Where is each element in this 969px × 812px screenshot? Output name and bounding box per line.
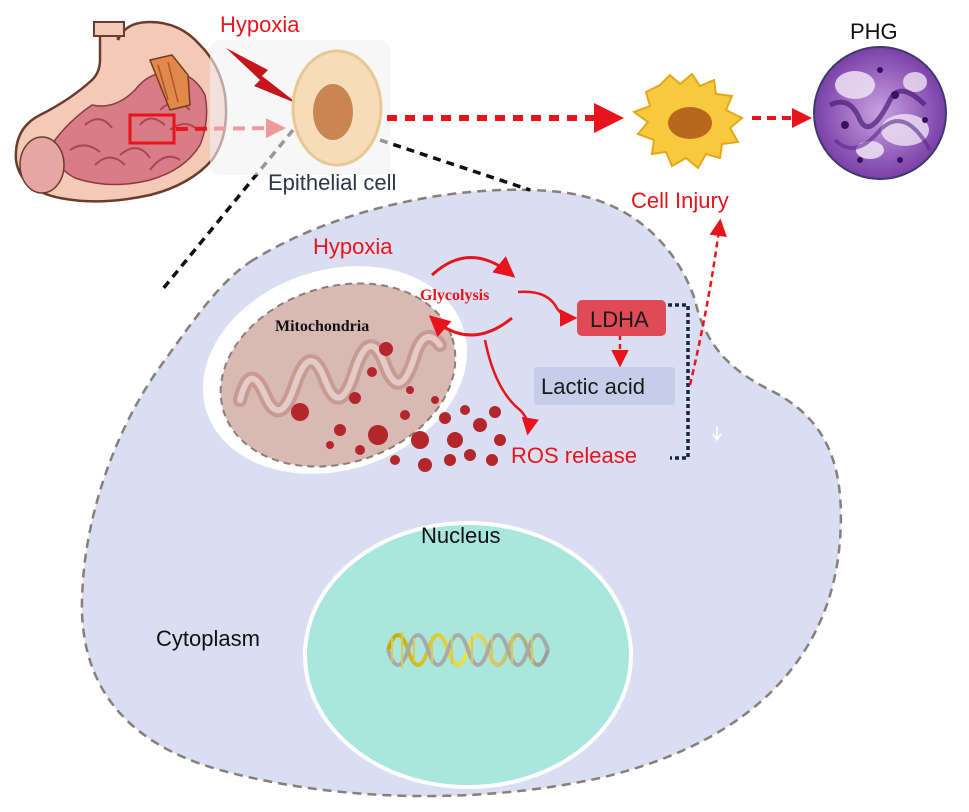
label-ldha: LDHA: [590, 307, 649, 332]
label-cytoplasm: Cytoplasm: [156, 626, 260, 651]
label-nucleus: Nucleus: [421, 523, 500, 548]
stomach-icon: [14, 20, 228, 203]
glycolysis-cycle-arrow-top: [430, 256, 516, 278]
ros-dots: [291, 342, 506, 472]
arrow-to-cell-injury: [688, 218, 727, 386]
label-epithelial-cell: Epithelial cell: [268, 170, 396, 195]
mitochondrion-icon: [219, 282, 457, 468]
glycolysis-cycle-arrow-bottom: [428, 315, 513, 338]
lactic-acid-box: [534, 367, 675, 405]
label-ros-release: ROS release: [511, 443, 637, 468]
arrow-glycolysis-to-ldha: [517, 290, 578, 327]
phg-histology-icon: [813, 46, 947, 180]
label-hypoxia-inner: Hypoxia: [313, 234, 393, 259]
label-glycolysis: Glycolysis: [420, 287, 489, 304]
injured-cell-icon: [631, 72, 744, 170]
label-phg: PHG: [850, 19, 898, 44]
label-cell-injury: Cell Injury: [631, 188, 729, 213]
lightning-icon: [226, 48, 298, 104]
label-mitochondria: Mitochondria: [275, 318, 369, 335]
label-lactic-acid: Lactic acid: [541, 374, 645, 399]
ldha-box: [577, 300, 666, 336]
zoom-line-right: [379, 138, 531, 192]
bracket-ldha-ros: [668, 303, 690, 460]
dna-icon: [386, 632, 550, 668]
small-down-arrow: [712, 426, 722, 442]
label-hypoxia-top: Hypoxia: [220, 12, 300, 37]
arrow-glycolysis-to-ros: [483, 339, 539, 436]
stomach-zoom-box: [128, 113, 176, 145]
epithelial-cell-icon: [291, 49, 383, 167]
